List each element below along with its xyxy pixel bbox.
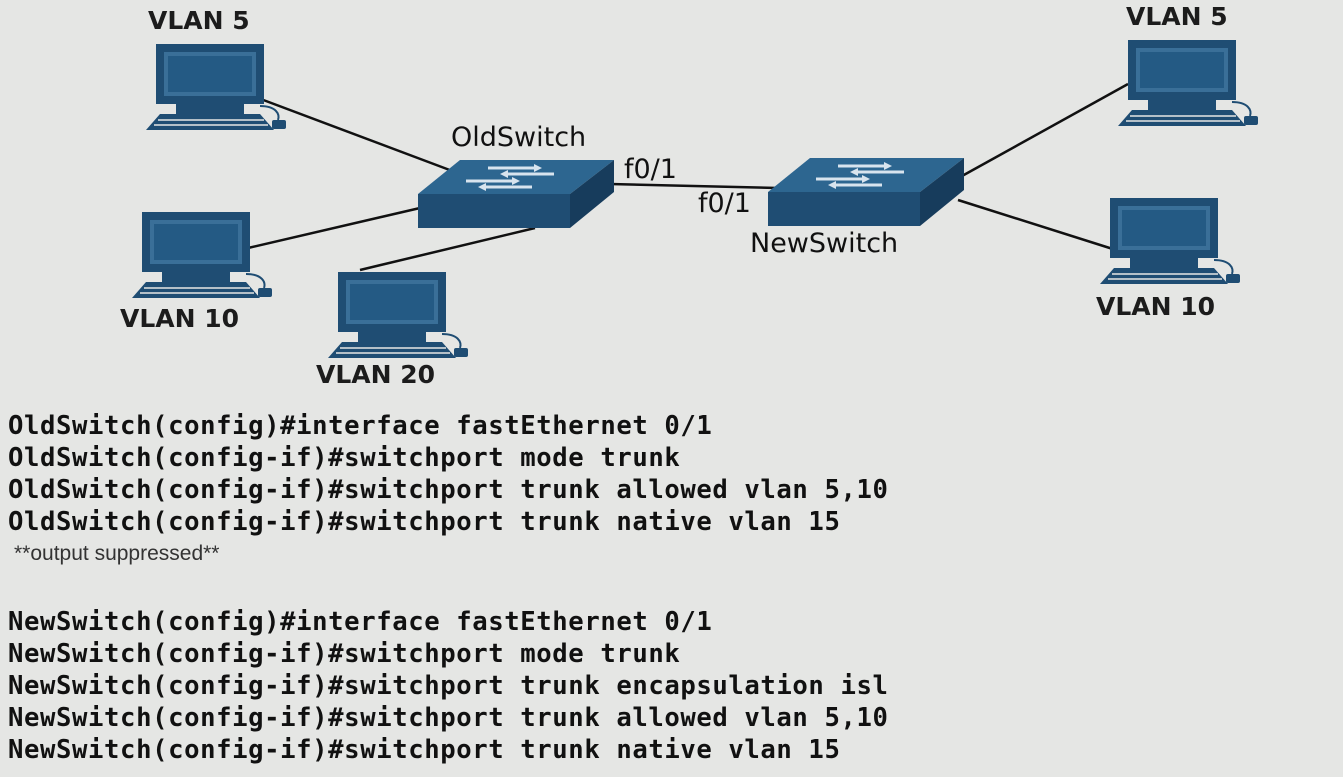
host-label-old-vlan5: VLAN 5 [148, 6, 250, 35]
host-label-old-vlan20: VLAN 20 [316, 360, 436, 389]
config-line: OldSwitch(config)#interface fastEthernet… [8, 411, 713, 441]
host-label-new-vlan10: VLAN 10 [1096, 292, 1216, 321]
host-label-new-vlan5: VLAN 5 [1126, 2, 1228, 31]
config-line: NewSwitch(config-if)#switchport mode tru… [8, 639, 681, 669]
config-line: NewSwitch(config-if)#switchport trunk en… [8, 671, 889, 701]
config-line: OldSwitch(config-if)#switchport trunk na… [8, 507, 841, 537]
newswitch-port-label: f0/1 [698, 188, 751, 219]
pc-new-vlan10-icon [1099, 197, 1241, 285]
pc-old-vlan5-icon [145, 43, 287, 131]
host-label-old-vlan10: VLAN 10 [120, 304, 240, 333]
link-new-vlan5 [961, 82, 1129, 178]
newswitch-icon [766, 156, 966, 228]
network-diagram [131, 39, 1259, 359]
config-line: NewSwitch(config-if)#switchport trunk al… [8, 703, 889, 733]
link-new-vlan10 [957, 198, 1117, 252]
link-old-vlan10 [247, 206, 421, 250]
link-old-vlan5 [257, 96, 456, 174]
link-old-vlan20 [359, 226, 536, 272]
oldswitch-port-label: f0/1 [624, 154, 677, 185]
config-line: OldSwitch(config-if)#switchport trunk al… [8, 475, 889, 505]
config-listing: OldSwitch(config)#interface fastEthernet… [0, 410, 1343, 766]
pc-old-vlan10-icon [131, 211, 273, 299]
output-suppressed-note: **output suppressed** [14, 542, 220, 565]
pc-new-vlan5-icon [1117, 39, 1259, 127]
newswitch-label: NewSwitch [750, 228, 899, 259]
link-trunk [609, 182, 779, 190]
oldswitch-label: OldSwitch [451, 122, 587, 153]
pc-old-vlan20-icon [327, 271, 469, 359]
config-line: OldSwitch(config-if)#switchport mode tru… [8, 443, 681, 473]
config-line: NewSwitch(config-if)#switchport trunk na… [8, 735, 841, 765]
config-line: NewSwitch(config)#interface fastEthernet… [8, 607, 713, 637]
